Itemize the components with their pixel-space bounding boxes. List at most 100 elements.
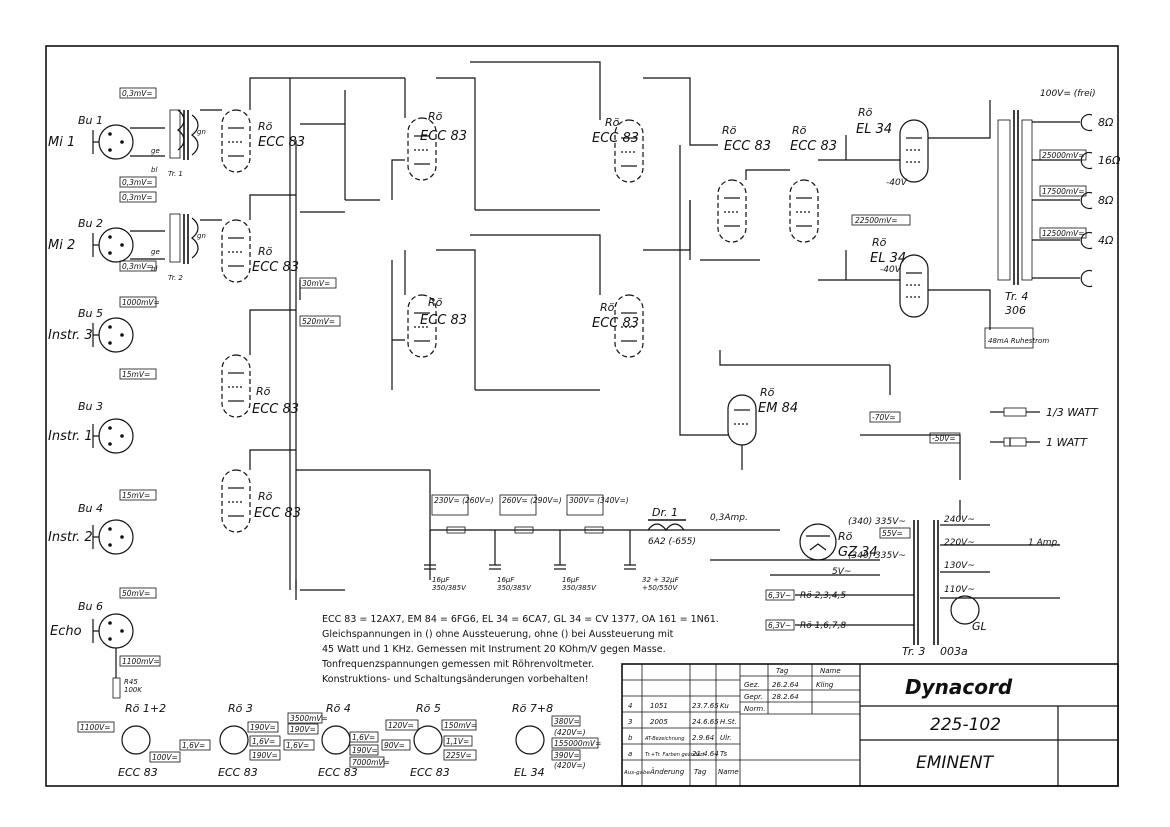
pinout-ro5-v1: 150mV=	[444, 721, 477, 730]
note-1: Gleichspannungen in () ohne Aussteuerung…	[322, 629, 674, 640]
v-50: -50V=	[932, 434, 956, 443]
tube-ro6-type: EM 84	[758, 401, 798, 416]
input-echo-level-bottom: 1100mV=	[122, 657, 160, 666]
legend-13watt: 1/3 WATT	[1046, 406, 1099, 419]
svg-text:Rö: Rö	[428, 296, 443, 309]
pinout-ro12-id: Rö 1+2	[125, 702, 166, 715]
out-8ohm-a: 8Ω	[1098, 116, 1114, 129]
input-mi2-label: Mi 2	[48, 238, 75, 253]
tb-ch1-what: 2005	[650, 718, 668, 726]
svg-text:Rö: Rö	[760, 386, 775, 399]
svg-text:ECC 83: ECC 83	[254, 506, 301, 521]
pinout-ro4-v1: 190V=	[290, 725, 316, 734]
fuse-in: 1 Amp.	[1028, 538, 1060, 548]
level-520: 520mV=	[302, 317, 335, 326]
input-instr2-level: 15mV=	[122, 491, 150, 500]
svg-text:ECC 83: ECC 83	[252, 402, 299, 417]
tb-ch3-tag: 21.4.64	[692, 750, 719, 758]
svg-text:bl: bl	[151, 166, 157, 174]
svg-text:ECC 83: ECC 83	[592, 316, 639, 331]
pinout-ro3-id: Rö 3	[228, 702, 253, 715]
svg-text:Rö: Rö	[838, 530, 853, 543]
pinout-ro12-v1: 100V=	[152, 753, 178, 762]
pinout-ro78-id: Rö 7+8	[512, 702, 553, 715]
tb-gez: Gez.	[744, 681, 760, 689]
choke-dr1: Dr. 1 6A2 (-655)	[647, 506, 696, 547]
output-transformer: Tr. 4 306 8Ω 16Ω 8Ω 4Ω	[997, 110, 1121, 317]
svg-text:ECC 83: ECC 83	[790, 139, 837, 154]
tb-ch3-name: Ts	[720, 750, 727, 758]
v5: 5V~	[832, 567, 851, 577]
tube-ro5-type: ECC 83	[724, 139, 771, 154]
input-instr2-socket: Bu 4	[78, 502, 103, 515]
tb-col-aenderung: Änderung	[649, 767, 685, 776]
pinout-ro5-type: ECC 83	[410, 766, 450, 779]
svg-text:Rö: Rö	[258, 245, 273, 258]
tube-ro1-type: ECC 83	[258, 135, 305, 150]
tr4-number: 306	[1005, 304, 1026, 317]
input-echo-level-top: 50mV=	[122, 589, 150, 598]
pinout-ro5-v0: 120V=	[388, 721, 414, 730]
svg-text:Rö: Rö	[722, 124, 737, 137]
input-mi1-transformer: Tr. 1	[168, 170, 183, 178]
tb-gez-name: Kling	[816, 681, 834, 689]
input-instr1: Instr. 1 Bu 3 15mV=	[48, 368, 157, 454]
tap-240: 240V~	[944, 515, 975, 525]
tb-ch2-tag: 2.9.64	[692, 734, 714, 742]
svg-text:ge: ge	[151, 248, 160, 256]
input-instr3-socket: Bu 5	[78, 307, 103, 320]
tb-hdr-tag: Tag	[776, 667, 789, 675]
input-instr3: Instr. 3 Bu 5 1000mV=	[48, 296, 160, 353]
hv1: (340) 335V~	[848, 517, 906, 527]
input-echo-label: Echo	[50, 624, 82, 639]
tb-gez-date: 26.2.64	[772, 681, 799, 689]
pinout-ro3-v0: 190V=	[250, 723, 276, 732]
pinout-ro4-id: Rö 4	[326, 702, 351, 715]
title-block: Tag Name Gez. 26.2.64 Kling Gepr. 28.2.6…	[621, 663, 1119, 787]
input-instr2-label: Instr. 2	[48, 530, 93, 545]
tb-ch0-name: Ku	[720, 702, 729, 710]
input-mi2-level-top: 0,3mV=	[122, 193, 153, 202]
supply-labels: 230V= (260V=) 260V= (290V=) 300V= (340V=…	[431, 494, 629, 516]
level-100v-frei: 100V= (frei)	[1040, 89, 1096, 99]
fuse-out: 0,3Amp.	[710, 513, 748, 523]
input-mi1-level-top: 0,3mV=	[122, 89, 153, 98]
heater-1: 6,3V~	[768, 591, 791, 600]
legend-1watt: 1 WATT	[1046, 436, 1088, 449]
tb-ch2-name: Ulr.	[720, 734, 732, 742]
tube-ro3-type: ECC 83	[420, 129, 467, 144]
tb-col-name: Name	[718, 768, 739, 776]
pinout-ro4-v2: 1,6V=	[286, 741, 309, 750]
pinout-ro4-v5: 7000mV=	[352, 758, 390, 767]
heater-2-label: Rö 1,6,7,8	[800, 621, 846, 631]
pinout-ro5-v2: 90V=	[384, 741, 405, 750]
svg-text:Rö: Rö	[600, 301, 615, 314]
tb-gepr: Gepr.	[744, 693, 763, 701]
pinout-ro78-v3: 390V=	[554, 751, 580, 760]
lamp-gl: GL	[972, 620, 987, 633]
pinout-ro5-v4: 225V=	[446, 751, 472, 760]
supply-300: 300V= (340V=)	[569, 496, 629, 505]
trafo-number: 003a	[940, 645, 968, 658]
tube-ro6: Rö EM 84	[727, 386, 798, 446]
input-instr3-level: 1000mV=	[122, 298, 160, 307]
v-70: -70V=	[872, 413, 896, 422]
tube-ro9-type: GZ 34	[838, 545, 878, 560]
svg-text:32 + 32µF: 32 + 32µF	[642, 576, 680, 584]
svg-text:Rö: Rö	[428, 110, 443, 123]
sheet-border	[45, 45, 1119, 787]
v-40-b: -40V	[880, 265, 902, 275]
drawing-number: 225-102	[930, 715, 1001, 735]
svg-text:+50/550V: +50/550V	[642, 584, 678, 592]
svg-text:16µF: 16µF	[432, 576, 450, 584]
tb-ch2-what: AT-Bezeichnung	[644, 736, 684, 742]
input-instr1-socket: Bu 3	[78, 400, 103, 413]
tube-ro2-type: ECC 83	[252, 260, 299, 275]
out-4ohm: 4Ω	[1098, 234, 1114, 247]
tb-ch3-n: a	[628, 750, 632, 758]
